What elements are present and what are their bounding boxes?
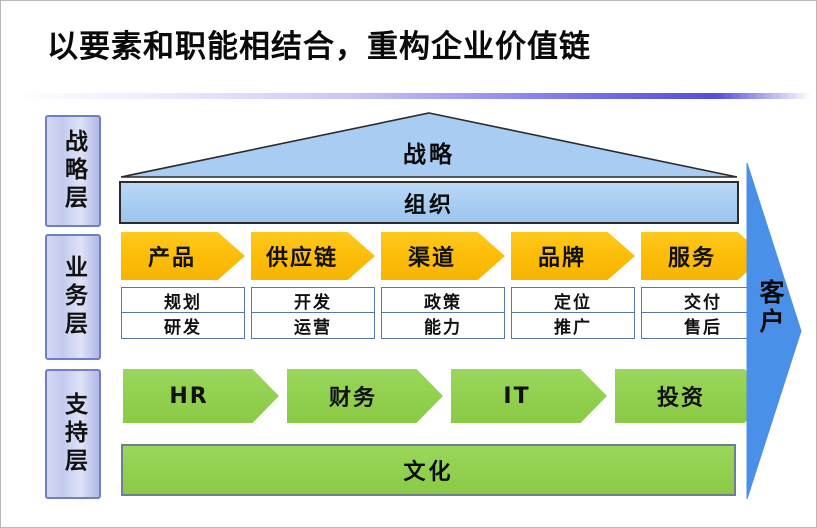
strategy-roof[interactable]: 战略 (119, 111, 739, 179)
chevron-investment-label: 投资 (656, 386, 705, 411)
sidebar-item-strategy-layer[interactable]: 战略层 (45, 115, 101, 227)
chevron-channel[interactable]: 渠道 (381, 232, 505, 280)
capability-grid: 规划 研发 开发 运营 政策 能力 定位 推广 交付 售后 (121, 287, 771, 339)
chevron-service-label: 服务 (667, 246, 716, 271)
chevron-product[interactable]: 产品 (121, 232, 245, 280)
capability-cell[interactable]: 推广 (511, 313, 635, 339)
organization-label: 组织 (403, 192, 454, 218)
right-arrow-icon (746, 162, 802, 500)
chevron-it[interactable]: IT (451, 369, 607, 423)
capability-column-brand: 定位 推广 (511, 287, 635, 339)
capability-column-service: 交付 售后 (641, 287, 765, 339)
support-chevron-row: HR 财务 IT 投资 (123, 369, 779, 423)
sidebar-item-business-layer[interactable]: 业务层 (45, 234, 101, 360)
chevron-hr[interactable]: HR (123, 369, 279, 423)
capability-column-channel: 政策 能力 (381, 287, 505, 339)
culture-label: 文化 (403, 460, 454, 485)
capability-column-supply-chain: 开发 运营 (251, 287, 375, 339)
capability-cell[interactable]: 研发 (121, 313, 245, 339)
sidebar-item-support-layer[interactable]: 支持层 (45, 369, 101, 499)
chevron-channel-label: 渠道 (407, 246, 456, 271)
capability-cell[interactable]: 开发 (251, 287, 375, 313)
capability-cell[interactable]: 交付 (641, 287, 765, 313)
chevron-hr-label: HR (169, 383, 209, 409)
chevron-brand[interactable]: 品牌 (511, 232, 635, 280)
chevron-finance[interactable]: 财务 (287, 369, 443, 423)
title-divider (11, 93, 811, 99)
chevron-supply-chain-label: 供应链 (265, 246, 338, 271)
roof-triangle-icon (120, 112, 738, 178)
chevron-product-label: 产品 (147, 246, 196, 271)
chevron-finance-label: 财务 (328, 386, 377, 411)
chevron-investment[interactable]: 投资 (615, 369, 771, 423)
page-title: 以要素和职能相结合，重构企业价值链 (47, 29, 591, 65)
customer-label: 客户 (756, 279, 785, 337)
capability-cell[interactable]: 定位 (511, 287, 635, 313)
business-chevron-row: 产品 供应链 渠道 品牌 服务 (121, 232, 771, 280)
capability-cell[interactable]: 政策 (381, 287, 505, 313)
chevron-brand-label: 品牌 (537, 246, 586, 271)
chevron-supply-chain[interactable]: 供应链 (251, 232, 375, 280)
capability-cell[interactable]: 售后 (641, 313, 765, 339)
capability-cell[interactable]: 能力 (381, 313, 505, 339)
capability-cell[interactable]: 规划 (121, 287, 245, 313)
capability-cell[interactable]: 运营 (251, 313, 375, 339)
customer-arrow[interactable]: 客户 (743, 161, 811, 501)
support-layer-label: 支持层 (60, 392, 87, 476)
strategy-layer-label: 战略层 (60, 129, 87, 213)
business-layer-label: 业务层 (60, 255, 87, 339)
strategy-roof-label: 战略 (403, 142, 455, 168)
organization-bar[interactable]: 组织 (119, 181, 739, 224)
chevron-service[interactable]: 服务 (641, 232, 765, 280)
culture-bar[interactable]: 文化 (121, 444, 736, 496)
capability-column-product: 规划 研发 (121, 287, 245, 339)
chevron-it-label: IT (503, 383, 531, 409)
